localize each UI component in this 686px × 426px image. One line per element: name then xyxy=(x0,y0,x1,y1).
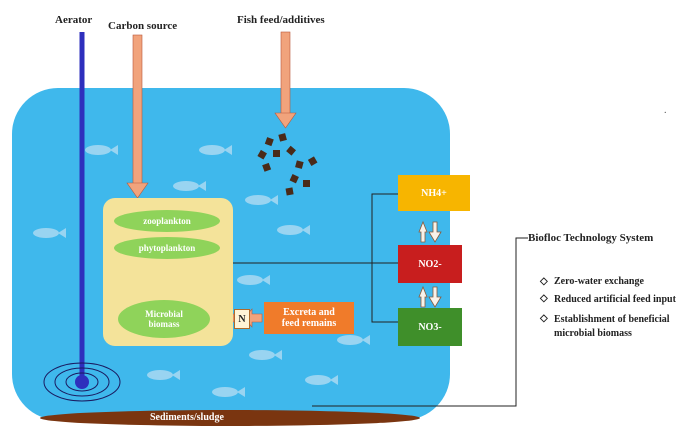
carbon-arrow-down-icon xyxy=(126,34,149,199)
benefit-text: Reduced artificial feed input xyxy=(554,294,676,305)
aerator-label: Aerator xyxy=(55,14,93,26)
nh4-box: NH4+ xyxy=(398,175,470,211)
no3-box: NO3- xyxy=(398,308,462,346)
excreta-line1: Excreta and xyxy=(283,307,335,318)
benefit-item: ◇ Zero-water exchange xyxy=(540,276,680,287)
benefit-item: ◇ Reduced artificial feed input xyxy=(540,293,680,307)
feed-pellet-icon xyxy=(257,133,318,196)
no2-box: NO2- xyxy=(398,245,462,283)
microbial-biomass-oval: Microbial biomass xyxy=(118,300,210,338)
bullet-diamond-icon: ◇ xyxy=(540,313,548,324)
fish-feed-label: Fish feed/additives xyxy=(237,14,325,26)
benefit-text: Establishment of beneficial microbial bi… xyxy=(554,314,670,339)
fish-icon xyxy=(33,145,370,397)
nitrogen-n-box: N xyxy=(234,309,250,329)
excreta-line2: feed remains xyxy=(281,318,337,329)
double-arrow-icon xyxy=(418,220,442,308)
carbon-source-label: Carbon source xyxy=(108,20,178,32)
sediment-layer xyxy=(40,410,420,426)
benefits-list: ◇ Zero-water exchange ◇ Reduced artifici… xyxy=(540,276,680,341)
microbial-biomass-line2: biomass xyxy=(148,319,180,329)
bullet-diamond-icon: ◇ xyxy=(540,293,548,304)
excreta-feed-remains-box: Excreta and feed remains xyxy=(264,302,354,334)
sediments-label: Sediments/sludge xyxy=(150,412,224,423)
svg-text:.: . xyxy=(664,105,667,116)
benefit-item: ◇ Establishment of beneficial microbial … xyxy=(540,313,680,341)
phytoplankton-oval: phytoplankton xyxy=(114,237,220,259)
microbial-biomass-line1: Microbial xyxy=(145,309,183,319)
benefit-text: Zero-water exchange xyxy=(554,276,644,287)
biofloc-system-label: Biofloc Technology System xyxy=(528,232,654,244)
aerator-pipe-icon xyxy=(43,32,121,402)
bullet-diamond-icon: ◇ xyxy=(540,276,548,287)
feed-arrow-down-icon xyxy=(274,31,297,129)
zooplankton-oval: zooplankton xyxy=(114,210,220,232)
